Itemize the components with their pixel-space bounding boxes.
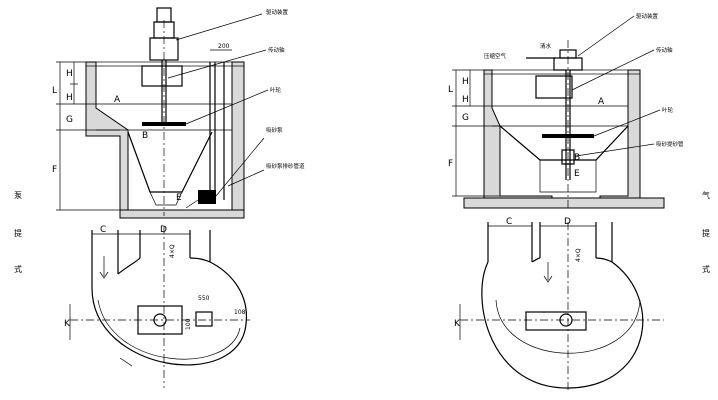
- right-callout-shaft: 传动轴: [656, 46, 673, 54]
- left-drive-base: [149, 37, 179, 61]
- left-dim-H2: H: [66, 93, 73, 103]
- left-plan-K: K: [64, 319, 71, 329]
- right-dim-G: G: [462, 113, 469, 123]
- right-title-1: 气: [702, 190, 710, 200]
- right-plan-C: C: [506, 217, 512, 227]
- left-tank-floor: [119, 209, 245, 219]
- left-plan-108: 108: [234, 309, 246, 316]
- left-plan-inner-arc: [97, 299, 241, 360]
- left-title-3: 式: [14, 264, 22, 274]
- right-plan-channel: [487, 222, 613, 262]
- left-plan-circle: [91, 257, 247, 366]
- right-plan-flow-arrow: [543, 262, 553, 283]
- right-dim-A: A: [598, 97, 605, 107]
- right-plan-bridge: [525, 311, 587, 331]
- right-sand-cone: [499, 125, 629, 161]
- right-leader-shaft: [571, 49, 655, 91]
- left-sand-pump: [198, 190, 216, 204]
- right-callout-pipe: 吸砂提砂管: [656, 140, 684, 148]
- right-leader-pipe: [575, 143, 655, 157]
- left-callout-pump: 吸砂泵: [266, 126, 283, 134]
- left-sand-hopper: [149, 191, 183, 206]
- left-leader-pipe: [227, 169, 265, 187]
- right-plan-Q: 4×Q: [575, 248, 582, 262]
- left-dim-L: L: [52, 86, 57, 96]
- right-dim-L: L: [448, 85, 453, 95]
- right-title-3: 式: [702, 264, 710, 274]
- left-callout-blade: 叶轮: [270, 86, 282, 94]
- left-leader-drive: [175, 13, 263, 41]
- right-side-title: 气 提 式: [702, 190, 710, 274]
- left-sand-cone: [127, 131, 213, 193]
- right-dim-B: B: [574, 153, 580, 163]
- left-plan-Q: 4×Q: [169, 244, 176, 258]
- right-motor: [559, 49, 577, 59]
- left-dim-G: G: [66, 115, 73, 125]
- left-plan-rot-arrow: [119, 357, 133, 367]
- left-plan-view: C D K 4×Q 550 100 108: [64, 225, 250, 388]
- left-dim-B: B: [142, 131, 148, 141]
- left-title-2: 提: [14, 228, 22, 238]
- left-callout-drive: 驱动装置: [266, 8, 289, 16]
- right-dim-E: E: [574, 169, 580, 179]
- right-impeller: [542, 134, 594, 138]
- left-callout-pipe: 吸砂泵排砂管道: [266, 162, 305, 170]
- right-airlift-head: [561, 149, 575, 165]
- left-pump-inlet: [185, 199, 199, 209]
- right-dim-H2: H: [462, 95, 469, 105]
- right-plan-view: C D K 4×Q: [454, 217, 664, 390]
- left-leader-blade: [185, 89, 269, 125]
- left-dim-200: 200: [218, 43, 230, 50]
- right-leader-blade: [593, 109, 661, 137]
- left-plan-bridge: [137, 305, 183, 335]
- right-callout-drive: 驱动装置: [636, 12, 659, 20]
- right-bridge-box: [535, 75, 573, 99]
- right-dim-F: F: [448, 159, 453, 169]
- left-section-view: L H H G F A B E 200 驱动装置 传动轴 叶轮 吸砂泵 吸砂泵排…: [52, 7, 305, 219]
- left-plan-pump: [195, 311, 213, 327]
- right-leader-drive: [577, 15, 635, 57]
- left-plan-550: 550: [198, 295, 210, 302]
- left-leader-shaft: [167, 49, 267, 79]
- right-callout-water: 清水: [540, 42, 552, 50]
- right-plan-D: D: [564, 217, 571, 227]
- left-leader-pump: [215, 137, 265, 197]
- left-dim-E: E: [176, 193, 182, 203]
- left-plan-channel: [91, 230, 211, 288]
- left-impeller: [142, 122, 186, 126]
- left-plan-C: C: [100, 225, 106, 235]
- right-callout-air: 压缩空气: [484, 52, 507, 60]
- left-motor: [156, 7, 172, 23]
- left-plan-100: 100: [185, 318, 192, 330]
- left-dim-F: F: [52, 165, 57, 175]
- right-plan-K: K: [454, 319, 461, 329]
- left-dim-H: H: [66, 69, 73, 79]
- right-tank-floor: [463, 197, 665, 209]
- right-section-view: L H H G F A B E 驱动装置 压缩空气 清水 传动轴 叶轮 吸砂提砂…: [448, 12, 684, 209]
- right-dim-H: H: [462, 77, 469, 87]
- left-callout-shaft: 传动轴: [268, 46, 285, 54]
- left-plan-flow-arrow: [99, 256, 109, 279]
- left-dim-A: A: [114, 95, 121, 105]
- right-callout-blade: 叶轮: [662, 106, 674, 114]
- left-plan-D: D: [160, 225, 167, 235]
- left-side-title: 泵 提 式: [14, 191, 22, 274]
- left-title-1: 泵: [14, 191, 22, 200]
- right-tank-wall-right: [599, 69, 641, 205]
- right-title-2: 提: [702, 228, 710, 238]
- right-plan-circle: [481, 257, 644, 389]
